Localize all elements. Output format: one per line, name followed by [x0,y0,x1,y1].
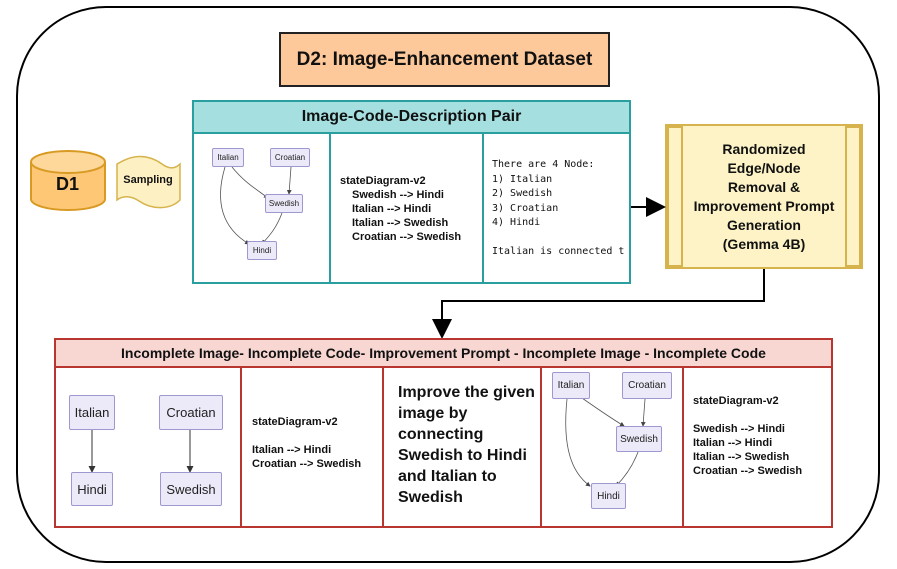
code-line: Swedish --> Hindi [693,423,785,435]
node-hindi: Hindi [591,483,626,509]
complete-code-cell: stateDiagram-v2 Swedish --> Hindi Italia… [684,368,831,526]
process-line: Improvement Prompt [693,198,835,214]
node-swedish: Swedish [616,426,662,452]
incomplete-image-cell: Italian Croatian Hindi Swedish [56,368,242,526]
process-line: Removal & [727,179,801,195]
d1-label: D1 [55,174,79,194]
code-line: Italian --> Hindi [252,444,332,456]
image-code-description-pair: Image-Code-Description Pair Italian Croa… [192,100,631,284]
pair-image-cell: Italian Croatian Swedish Hindi [194,134,331,282]
node-italian: Italian [212,148,244,167]
node-croatian: Croatian [622,372,672,399]
desc-line: 1) Italian [492,173,553,185]
dataset-title: D2: Image-Enhancement Dataset [279,32,610,87]
desc-line: 3) Croatian [492,202,559,214]
process-bar-left [667,126,683,267]
pair-code: stateDiagram-v2 Swedish --> Hindi Italia… [340,174,461,244]
code-line: Croatian --> Swedish [693,465,803,477]
node-italian: Italian [552,372,590,399]
code-line: Swedish --> Hindi [352,189,444,201]
code-line: stateDiagram-v2 [340,175,426,187]
code-line: Italian --> Swedish [352,217,449,229]
code-line: Italian --> Hindi [352,203,432,215]
complete-code: stateDiagram-v2 Swedish --> Hindi Italia… [693,394,802,478]
bottom-header: Incomplete Image- Incomplete Code- Impro… [56,340,831,368]
node-croatian: Croatian [159,395,223,430]
incomplete-graph-edges [88,430,194,473]
process-text: Randomized Edge/Node Removal & Improveme… [683,140,845,254]
incomplete-code-cell: stateDiagram-v2 Italian --> Hindi Croati… [242,368,384,526]
code-line: stateDiagram-v2 [693,395,779,407]
node-swedish: Swedish [265,194,303,213]
improvement-prompt-cell: Improve the given image by connecting Sw… [384,368,542,526]
node-hindi: Hindi [71,472,113,506]
pair-header: Image-Code-Description Pair [194,102,629,134]
process-line: Generation [727,217,801,233]
code-line: Croatian --> Swedish [252,458,362,470]
outer-frame [16,6,880,563]
node-italian: Italian [69,395,115,430]
process-line: Randomized [722,141,806,157]
pair-description-cell: There are 4 Node: 1) Italian 2) Swedish 3) … [484,134,629,282]
code-line [693,408,802,422]
process-bar-right [845,126,861,267]
desc-line: 2) Swedish [492,188,553,199]
node-swedish: Swedish [160,472,222,506]
code-line: stateDiagram-v2 [252,416,338,428]
desc-line: There are 4 Node: [492,159,595,170]
process-box: Randomized Edge/Node Removal & Improveme… [665,124,863,269]
improvement-prompt: Improve the given image by connecting Sw… [398,384,535,506]
sampling-label: Sampling [123,174,173,186]
node-hindi: Hindi [247,241,277,260]
process-line: Edge/Node [727,160,801,176]
code-line: Italian --> Hindi [693,437,773,449]
pair-description: There are 4 Node: 1) Italian 2) Swedish 3) … [492,158,624,260]
incomplete-pipeline-panel: Incomplete Image- Incomplete Code- Impro… [54,338,833,528]
code-line: Italian --> Swedish [693,451,790,463]
desc-line: Italian is connected t [492,246,625,257]
code-line: Croatian --> Swedish [352,231,462,243]
complete-image-cell: Italian Croatian Swedish Hindi [542,368,684,526]
desc-line: 4) Hindi [492,217,541,228]
process-line: (Gemma 4B) [722,236,806,252]
incomplete-code: stateDiagram-v2 Italian --> Hindi Croati… [252,415,361,471]
node-croatian: Croatian [270,148,310,167]
code-line [252,429,361,443]
pair-code-cell: stateDiagram-v2 Swedish --> Hindi Italia… [331,134,484,282]
